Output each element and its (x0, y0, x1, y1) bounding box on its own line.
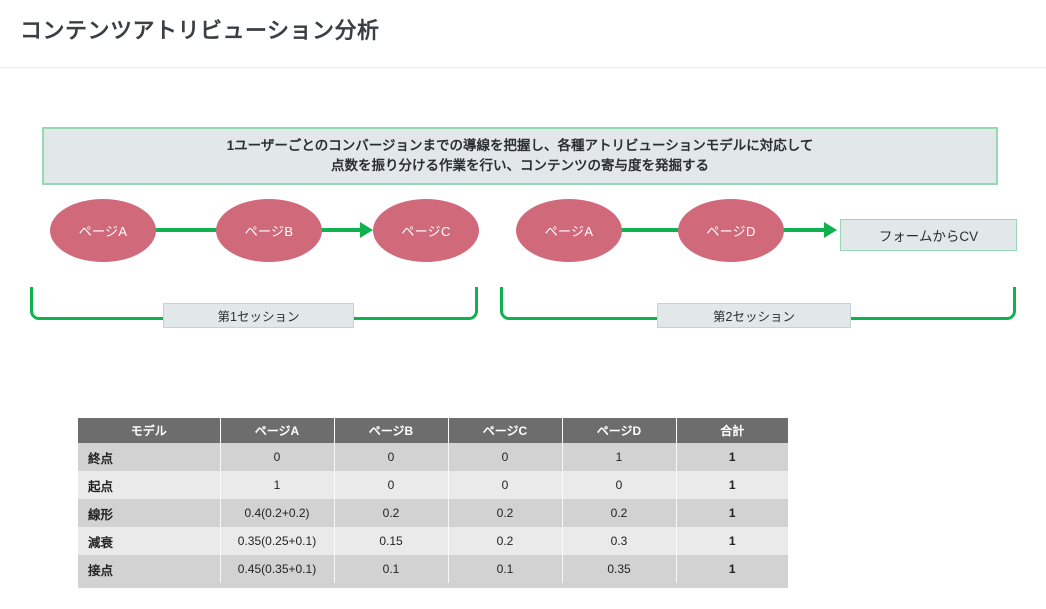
cell-page-a: 0.4(0.2+0.2) (220, 499, 335, 527)
connector-page-a-to-page-b (150, 228, 222, 232)
cell-page-a: 0.45(0.35+0.1) (220, 555, 335, 583)
flow-node-page-b[interactable]: ページB (216, 199, 322, 262)
cell-page-c: 0 (448, 443, 563, 471)
column-header-model[interactable]: モデル (78, 418, 221, 443)
cell-total: 1 (676, 471, 788, 499)
session-label-1: 第1セッション (163, 303, 354, 328)
arrow-right-icon (824, 222, 837, 238)
cell-page-b: 0.2 (334, 499, 449, 527)
column-header-total[interactable]: 合計 (676, 418, 788, 443)
cell-page-c: 0.2 (448, 527, 563, 555)
connector-page-a-to-page-d (616, 228, 684, 232)
cell-page-a: 0.35(0.25+0.1) (220, 527, 335, 555)
flow-node-page-c[interactable]: ページC (373, 199, 479, 262)
cell-model: 接点 (78, 555, 221, 583)
arrow-right-icon (360, 222, 373, 238)
cell-total: 1 (676, 527, 788, 555)
column-header-page-d[interactable]: ページD (562, 418, 677, 443)
page-title: コンテンツアトリビューション分析 (20, 18, 380, 43)
cell-page-c: 0 (448, 471, 563, 499)
table-bottom-edge (78, 583, 788, 588)
cell-page-a: 0 (220, 443, 335, 471)
header-divider (0, 67, 1046, 68)
cell-total: 1 (676, 443, 788, 471)
session-label-2: 第2セッション (657, 303, 851, 328)
flow-node-conversion[interactable]: フォームからCV (840, 219, 1017, 251)
flow-node-page-a-first[interactable]: ページA (50, 199, 156, 262)
cell-page-d: 0.2 (562, 499, 677, 527)
cell-page-c: 0.2 (448, 499, 563, 527)
cell-model: 起点 (78, 471, 221, 499)
connector-page-d-to-conversion (778, 228, 826, 232)
table-header-row: モデル ページA ページB ページC ページD 合計 (78, 418, 788, 443)
description-line-2: 点数を振り分ける作業を行い、コンテンツの寄与度を発掘する (331, 158, 709, 173)
cell-page-b: 0.15 (334, 527, 449, 555)
cell-model: 減衰 (78, 527, 221, 555)
table-row: 減衰 0.35(0.25+0.1) 0.15 0.2 0.3 1 (78, 527, 788, 555)
cell-total: 1 (676, 555, 788, 583)
table-row: 接点 0.45(0.35+0.1) 0.1 0.1 0.35 1 (78, 555, 788, 583)
table-row: 起点 1 0 0 0 1 (78, 471, 788, 499)
column-header-page-b[interactable]: ページB (334, 418, 449, 443)
column-header-page-c[interactable]: ページC (448, 418, 563, 443)
cell-model: 線形 (78, 499, 221, 527)
cell-page-c: 0.1 (448, 555, 563, 583)
cell-page-d: 1 (562, 443, 677, 471)
cell-page-b: 0.1 (334, 555, 449, 583)
description-callout: 1ユーザーごとのコンバージョンまでの導線を把握し、各種アトリビューションモデルに… (42, 127, 998, 185)
column-header-page-a[interactable]: ページA (220, 418, 335, 443)
cell-page-d: 0 (562, 471, 677, 499)
table-row: 終点 0 0 0 1 1 (78, 443, 788, 471)
cell-model: 終点 (78, 443, 221, 471)
cell-page-b: 0 (334, 471, 449, 499)
cell-page-d: 0.3 (562, 527, 677, 555)
cell-total: 1 (676, 499, 788, 527)
flow-diagram: ページA ページB ページC ページA ページD (0, 190, 1046, 340)
cell-page-b: 0 (334, 443, 449, 471)
description-line-1: 1ユーザーごとのコンバージョンまでの導線を把握し、各種アトリビューションモデルに… (226, 138, 814, 154)
attribution-table: モデル ページA ページB ページC ページD 合計 終点 0 0 0 1 1 … (78, 418, 788, 583)
table-row: 線形 0.4(0.2+0.2) 0.2 0.2 0.2 1 (78, 499, 788, 527)
cell-page-d: 0.35 (562, 555, 677, 583)
flow-node-page-a-second[interactable]: ページA (516, 199, 622, 262)
connector-page-b-to-page-c (316, 228, 362, 232)
cell-page-a: 1 (220, 471, 335, 499)
flow-node-page-d[interactable]: ページD (678, 199, 784, 262)
